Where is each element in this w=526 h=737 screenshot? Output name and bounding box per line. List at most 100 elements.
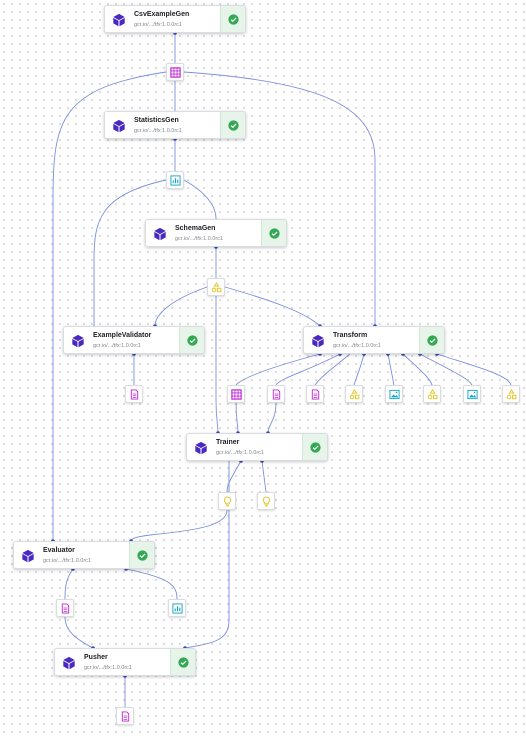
edge-line [261,460,267,493]
edge-line [154,286,208,327]
edge-line [224,286,321,327]
node-examplevalidator[interactable]: ExampleValidator gcr.io/.../tfx:1.0.0rc1 [63,326,205,354]
node-status [220,6,245,32]
artifact-anomalies[interactable] [125,385,143,403]
document-icon [272,388,280,400]
edge-line [275,353,341,386]
lightbulb-icon [223,496,231,507]
edge-line [235,353,321,386]
node-title: ExampleValidator [93,332,152,339]
cube-icon [72,334,84,348]
node-status [302,434,327,460]
node-status [220,112,245,138]
node-title: Transform [333,332,368,339]
shapes-icon [211,281,221,292]
edge-line [419,353,473,386]
node-pusher[interactable]: Pusher gcr.io/.../tfx:1.0.0rc1 [54,648,196,676]
edge-line [125,568,178,600]
check-circle-icon [186,334,198,346]
node-image: gcr.io/.../tfx:1.0.0rc1 [333,343,381,349]
node-status [179,327,204,353]
node-title: StatisticsGen [134,117,179,124]
artifact-transformed-examples[interactable] [227,385,245,403]
edge-line [130,509,228,542]
artifact-transform-schema[interactable] [345,385,363,403]
check-circle-icon [309,441,321,453]
cube-icon [63,656,75,670]
cube-icon [113,119,125,133]
node-image: gcr.io/.../tfx:1.0.0rc1 [84,665,132,671]
edge-line [64,616,94,649]
artifact-blessing[interactable] [168,599,186,617]
node-transform[interactable]: Transform gcr.io/.../tfx:1.0.0rc1 [303,326,445,354]
image-icon [466,389,478,399]
node-image: gcr.io/.../tfx:1.0.0rc1 [93,343,141,349]
node-image: gcr.io/.../tfx:1.0.0rc1 [43,558,91,564]
artifact-transform-schema[interactable] [502,385,520,403]
edge-line [226,460,242,493]
grid-icon [230,388,242,400]
check-circle-icon [227,119,239,131]
edge-line [267,402,277,434]
document-icon [130,388,138,400]
node-title: SchemaGen [175,225,216,232]
node-schemagen[interactable]: SchemaGen gcr.io/.../tfx:1.0.0rc1 [145,219,287,247]
artifact-transform-graph[interactable] [463,385,481,403]
grid-icon [169,66,181,78]
node-image: gcr.io/.../tfx:1.0.0rc1 [134,128,182,134]
node-title: Pusher [84,654,108,661]
edge-line [183,179,217,220]
edge-line [183,71,376,326]
check-circle-icon [426,334,438,346]
shapes-icon [349,388,359,399]
document-icon [121,710,129,722]
node-image: gcr.io/.../tfx:1.0.0rc1 [134,22,182,28]
edge-line [93,179,167,326]
document-icon [311,388,319,400]
node-status [129,542,154,568]
artifact-transform-graph[interactable] [385,385,403,403]
artifact-statistics[interactable] [166,171,184,189]
artifact-transform-schema[interactable] [423,385,441,403]
check-circle-icon [227,13,239,25]
node-trainer[interactable]: Trainer gcr.io/.../tfx:1.0.0rc1 [186,433,328,461]
document-icon [61,602,69,614]
artifact-model-run[interactable] [257,492,275,510]
cube-icon [113,13,125,27]
cube-icon [22,549,34,563]
shapes-icon [427,388,437,399]
bar-chart-icon [171,602,183,614]
edge-line [436,353,512,386]
check-circle-icon [177,656,189,668]
edge-line [314,353,351,386]
edge-line [64,568,74,600]
artifact-transform-document[interactable] [306,385,324,403]
node-image: gcr.io/.../tfx:1.0.0rc1 [216,450,264,456]
edge-line [215,296,219,434]
node-csvexamplegen[interactable]: CsvExampleGen gcr.io/.../tfx:1.0.0rc1 [104,5,246,33]
shapes-icon [506,388,516,399]
bar-chart-icon [169,174,181,186]
cube-icon [154,227,166,241]
artifact-schema[interactable] [207,278,225,296]
node-image: gcr.io/.../tfx:1.0.0rc1 [175,236,223,242]
node-status [419,327,444,353]
cube-icon [195,441,207,455]
node-statisticsgen[interactable]: StatisticsGen gcr.io/.../tfx:1.0.0rc1 [104,111,246,139]
edge-line [353,353,365,386]
edge-line [184,461,230,649]
image-icon [388,389,400,399]
lightbulb-icon [262,496,270,507]
cube-icon [312,334,324,348]
edge-line [52,71,167,541]
artifact-evaluation[interactable] [56,599,74,617]
artifact-pushed-model[interactable] [116,707,134,725]
node-evaluator[interactable]: Evaluator gcr.io/.../tfx:1.0.0rc1 [13,541,155,569]
edge-line [402,353,433,386]
node-title: Trainer [216,439,240,446]
artifact-transform-document[interactable] [267,385,285,403]
artifact-examples[interactable] [166,63,184,81]
artifact-model[interactable] [218,492,236,510]
check-circle-icon [268,227,280,239]
